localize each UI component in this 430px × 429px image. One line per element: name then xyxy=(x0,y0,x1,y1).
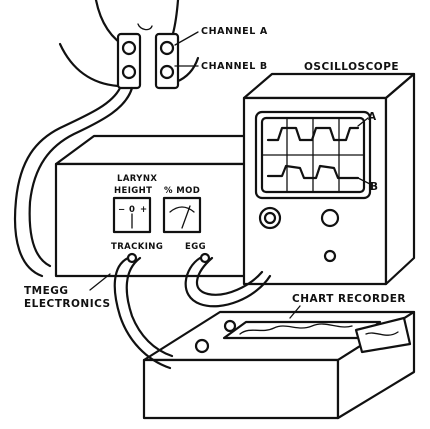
oscilloscope xyxy=(242,72,416,286)
trace-a-label: A xyxy=(368,111,377,123)
channel-a-leader xyxy=(174,31,199,46)
tracking-jack xyxy=(126,252,138,264)
trace-a xyxy=(266,126,360,142)
electrode-right-upper xyxy=(159,40,175,56)
electrode-right-lower xyxy=(159,64,175,80)
chart-recorder-knob-left xyxy=(194,338,210,354)
tracking-label: TRACKING xyxy=(111,242,163,252)
tmegg-leader xyxy=(89,273,111,291)
trace-b xyxy=(266,164,360,180)
egg-cable xyxy=(184,256,272,308)
channel-b-label: CHANNEL B xyxy=(201,61,268,72)
mod-meter-needle xyxy=(181,205,191,229)
tracking-cable xyxy=(113,256,174,370)
electrode-cable xyxy=(13,86,134,278)
trace-b-leader xyxy=(357,177,371,185)
chart-recorder xyxy=(142,310,416,420)
chart-paper-trace xyxy=(239,323,353,335)
larynx-scale-minus: − xyxy=(118,205,126,215)
oscilloscope-side xyxy=(384,72,416,286)
chart-recorder-label: CHART RECORDER xyxy=(292,293,406,305)
oscilloscope-top xyxy=(242,72,416,100)
chart-recorder-leader xyxy=(289,305,301,319)
larynx-label-line2: HEIGHT xyxy=(114,186,152,196)
tmegg-box-front xyxy=(54,162,250,278)
larynx-scale-plus: + xyxy=(140,205,148,215)
chart-paper-sheet-trace xyxy=(365,331,399,336)
oscilloscope-knob-left-cap xyxy=(263,211,277,225)
mod-label: % MOD xyxy=(164,186,200,196)
oscilloscope-graticule xyxy=(261,117,365,193)
larynx-scale-zero: 0 xyxy=(129,205,135,215)
electrode-pads xyxy=(116,32,180,90)
electrode-left-upper xyxy=(121,40,137,56)
oscilloscope-input-jack xyxy=(323,249,337,263)
channel-a-label: CHANNEL A xyxy=(201,26,268,37)
chart-recorder-knob-right xyxy=(223,319,237,333)
trace-a-leader xyxy=(357,117,369,127)
larynx-label-line1: LARYNX xyxy=(117,174,157,184)
mod-meter-scale xyxy=(169,206,195,213)
trace-b-label: B xyxy=(370,181,379,193)
oscilloscope-label: OSCILLOSCOPE xyxy=(304,61,399,73)
chart-recorder-front xyxy=(142,358,340,420)
electrode-left-lower xyxy=(121,64,137,80)
tmegg-label-line1: TMEGG xyxy=(24,285,69,297)
tmegg-label-line2: ELECTRONICS xyxy=(24,298,111,310)
egg-label: EGG xyxy=(185,242,206,252)
oscilloscope-knob-right xyxy=(320,208,340,228)
